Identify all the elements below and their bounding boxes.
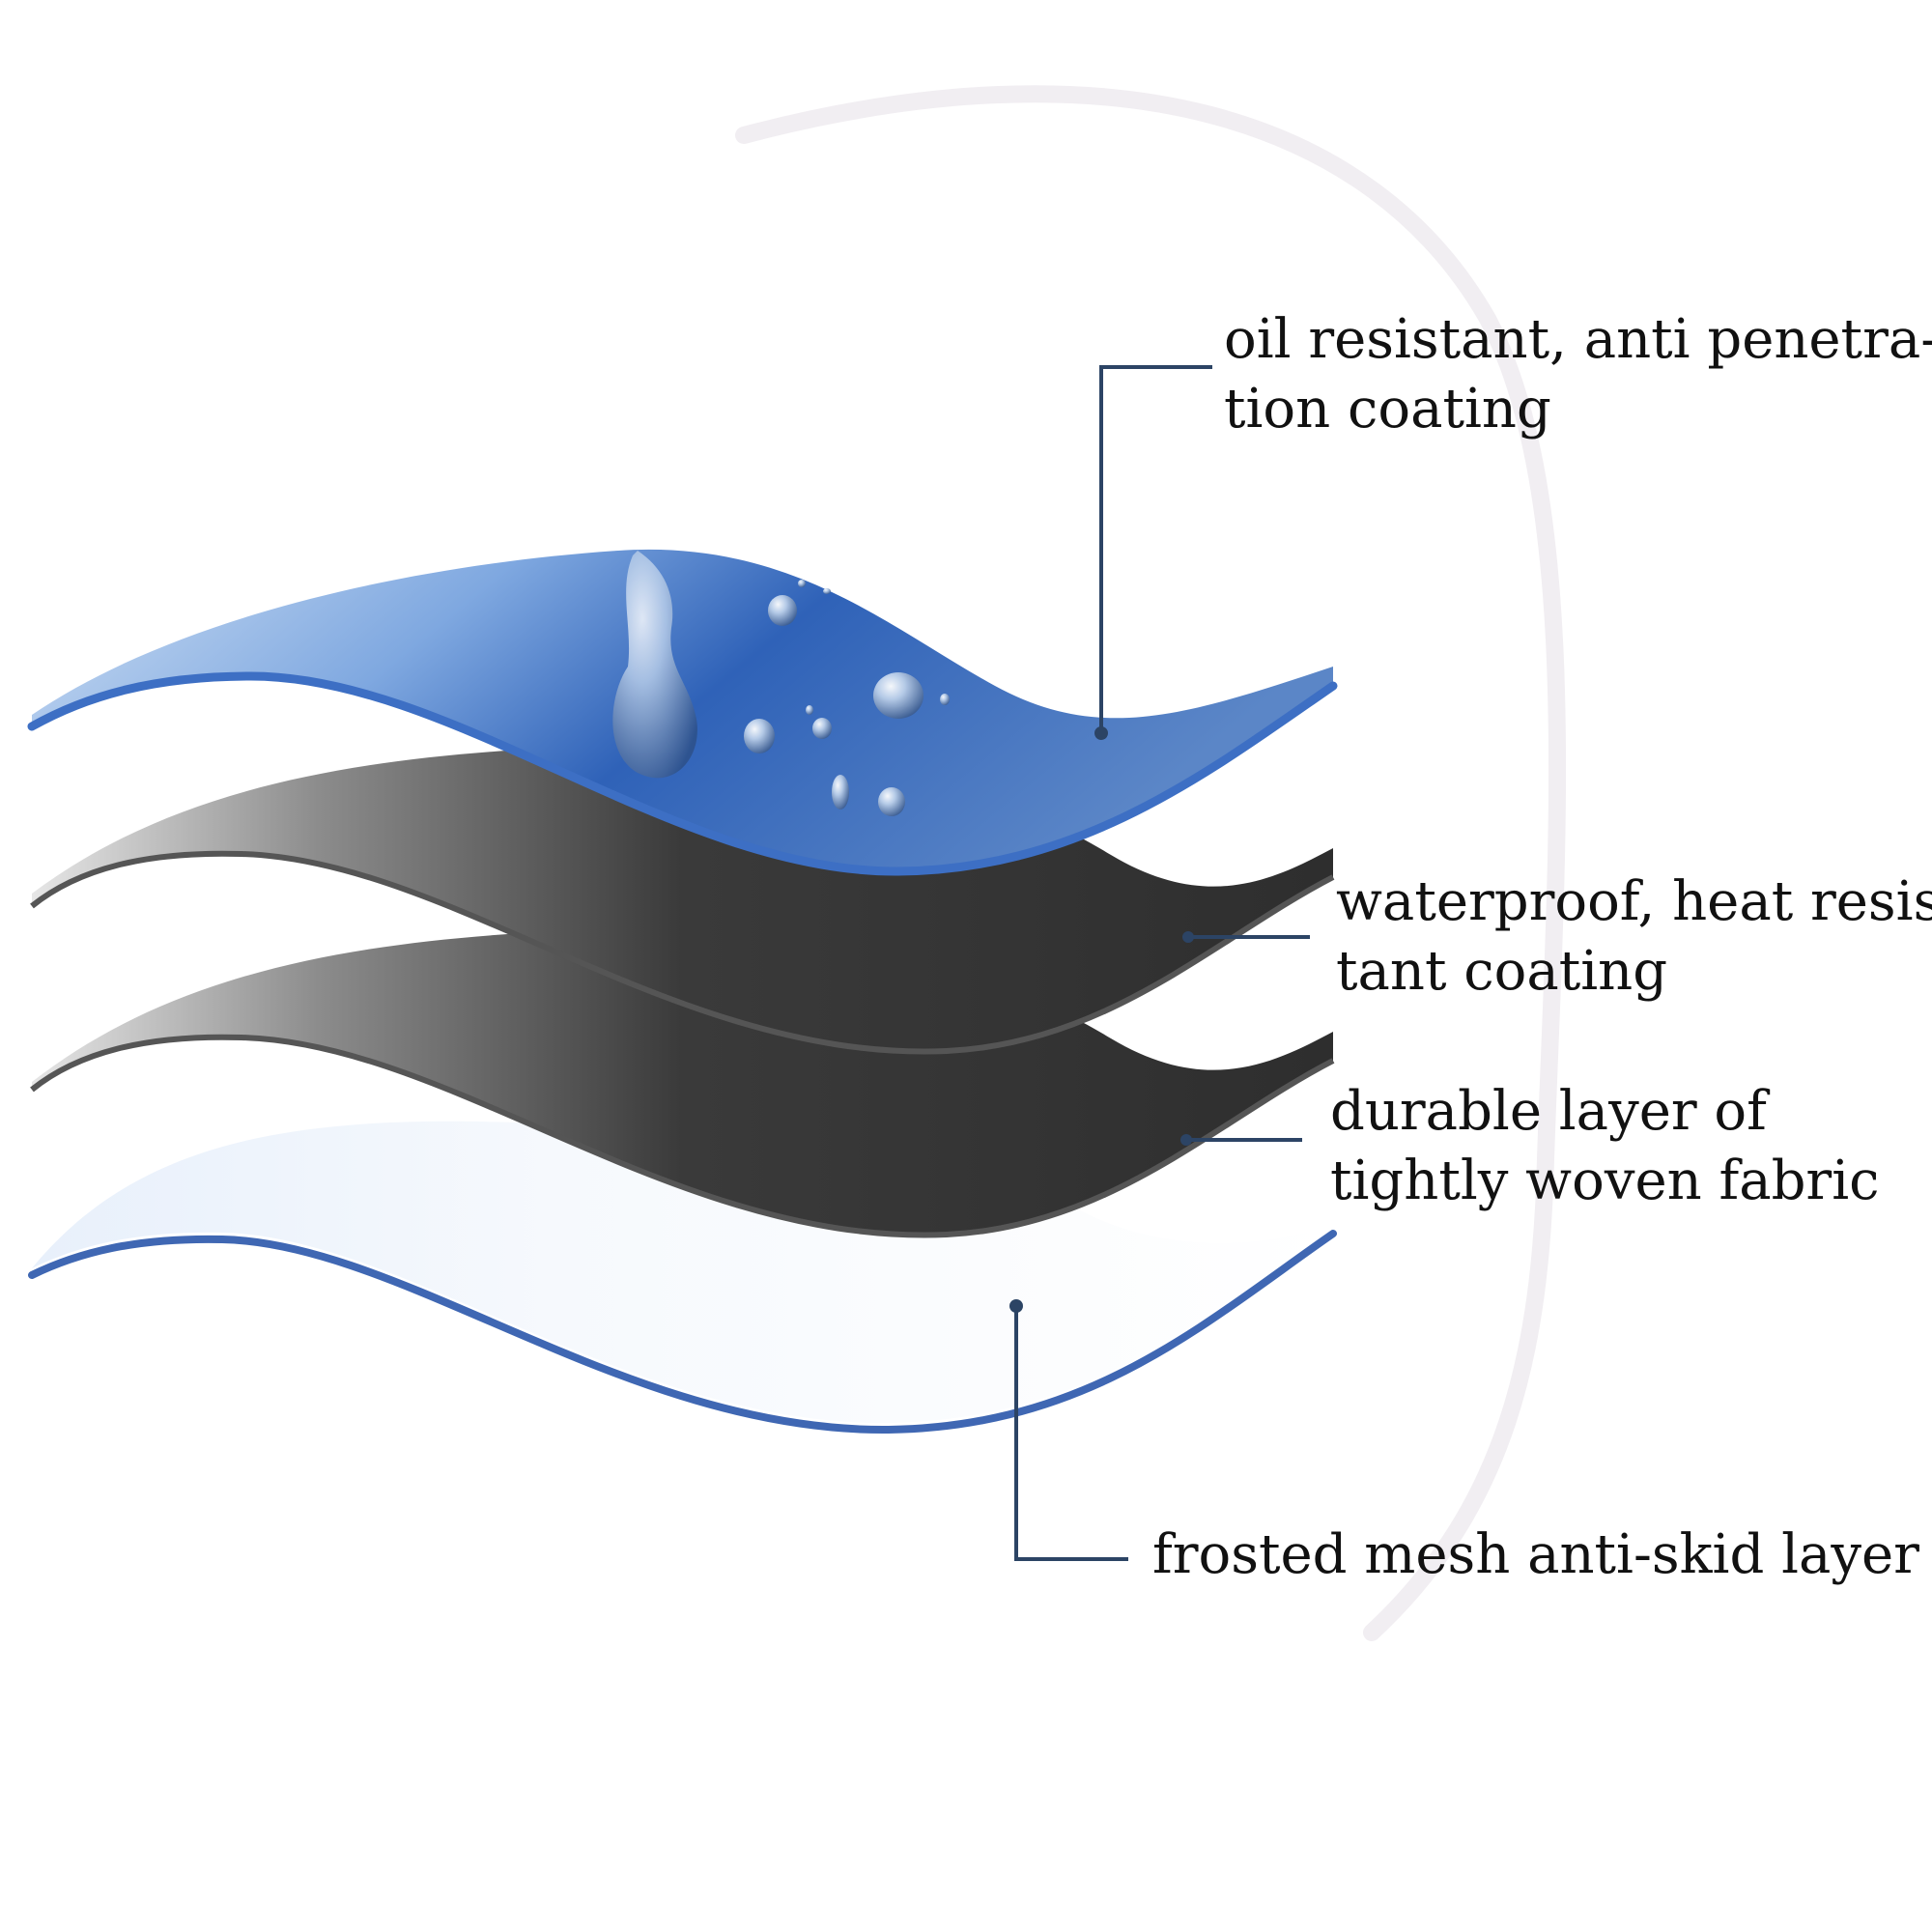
leader-line-top [1099, 365, 1212, 733]
droplet [878, 787, 905, 816]
label-line: durable layer of [1330, 1080, 1767, 1143]
label-line: tightly woven fabric [1330, 1150, 1880, 1212]
leader-line-mesh [1014, 1306, 1128, 1561]
water-droplets [612, 551, 950, 816]
droplet [873, 672, 923, 719]
droplet [823, 588, 831, 594]
woven-fabric-layer-edge [30, 1034, 1335, 1238]
label-line: oil resistant, anti penetra- [1224, 308, 1932, 371]
leader-dots [1009, 726, 1194, 1313]
label-waterproof-coating: waterproof, heat resis- tant coating [1336, 867, 1932, 1007]
leader-dot-waterproof [1182, 931, 1194, 943]
droplet [768, 595, 797, 626]
droplet [798, 580, 806, 587]
label-line: frosted mesh anti-skid layer [1152, 1523, 1919, 1586]
background-outline [735, 85, 1567, 1641]
label-line: tant coating [1336, 940, 1668, 1003]
leader-dot-top [1094, 726, 1108, 740]
droplet [806, 705, 813, 715]
label-line: tion coating [1224, 378, 1551, 440]
leader-lines [1014, 365, 1310, 1561]
droplet [744, 719, 775, 753]
leader-dot-durable [1180, 1134, 1192, 1146]
waterproof-layer-edge [30, 850, 1335, 1055]
droplet [940, 694, 950, 705]
label-durable-fabric: durable layer of tightly woven fabric [1330, 1077, 1879, 1216]
label-frosted-mesh: frosted mesh anti-skid layer [1152, 1520, 1919, 1590]
large-drip-droplet [612, 551, 697, 779]
droplet [812, 718, 832, 739]
frosted-mesh-layer-edge [28, 1230, 1337, 1435]
leader-dot-mesh [1009, 1299, 1023, 1313]
oil-resistant-coating-edge [27, 671, 1338, 876]
droplet [832, 775, 849, 810]
label-oil-resistant-coating: oil resistant, anti penetra- tion coatin… [1224, 305, 1932, 444]
label-line: waterproof, heat resis- [1336, 870, 1932, 933]
